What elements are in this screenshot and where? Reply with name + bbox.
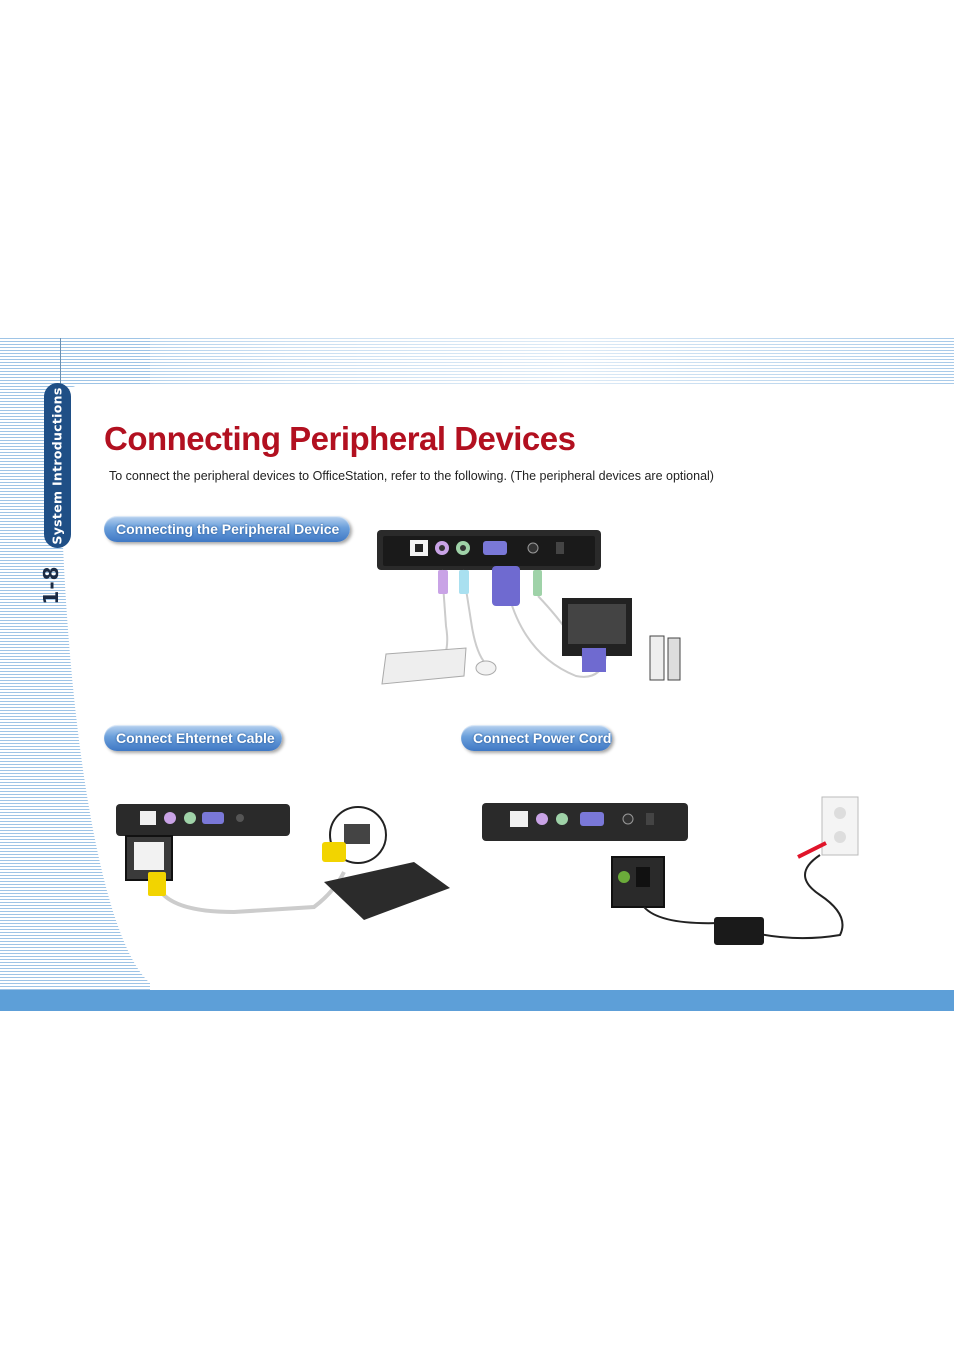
intro-text: To connect the peripheral devices to Off… (109, 469, 714, 483)
section-tab (44, 383, 71, 548)
vga-plug-icon (492, 566, 520, 606)
wall-outlet-icon (821, 796, 859, 856)
mouse-icon (475, 660, 497, 676)
speakers-icon (649, 635, 681, 681)
section-heading-ethernet: Connect Ehternet Cable (104, 725, 282, 751)
network-hub-icon (324, 862, 450, 920)
footer-bar (0, 990, 954, 1011)
power-adapter-icon (714, 917, 764, 945)
section-tab-label: System Introductions (49, 387, 65, 545)
keyboard-icon (381, 647, 467, 685)
device-back-panel-icon (116, 804, 290, 836)
section-heading-peripheral: Connecting the Peripheral Device (104, 516, 350, 542)
audio-plug-icon (533, 570, 542, 596)
monitor-icon (562, 598, 632, 672)
divider-line (60, 338, 61, 384)
header-stripe-band (0, 338, 954, 384)
content-area (60, 384, 954, 990)
section-heading-power: Connect Power Cord (461, 725, 612, 751)
page-number: 1-8 (39, 565, 63, 605)
device-back-panel-icon (377, 530, 601, 570)
device-back-panel-icon (482, 803, 688, 841)
mouse-plug-icon (459, 570, 469, 594)
power-port-zoom-icon (611, 856, 665, 908)
page-title: Connecting Peripheral Devices (104, 420, 576, 457)
keyboard-plug-icon (438, 570, 448, 594)
power-connection-illustration (482, 796, 859, 945)
peripheral-connection-illustration (377, 530, 681, 685)
ethernet-connection-illustration (116, 804, 450, 920)
ethernet-plug-icon (148, 872, 166, 896)
